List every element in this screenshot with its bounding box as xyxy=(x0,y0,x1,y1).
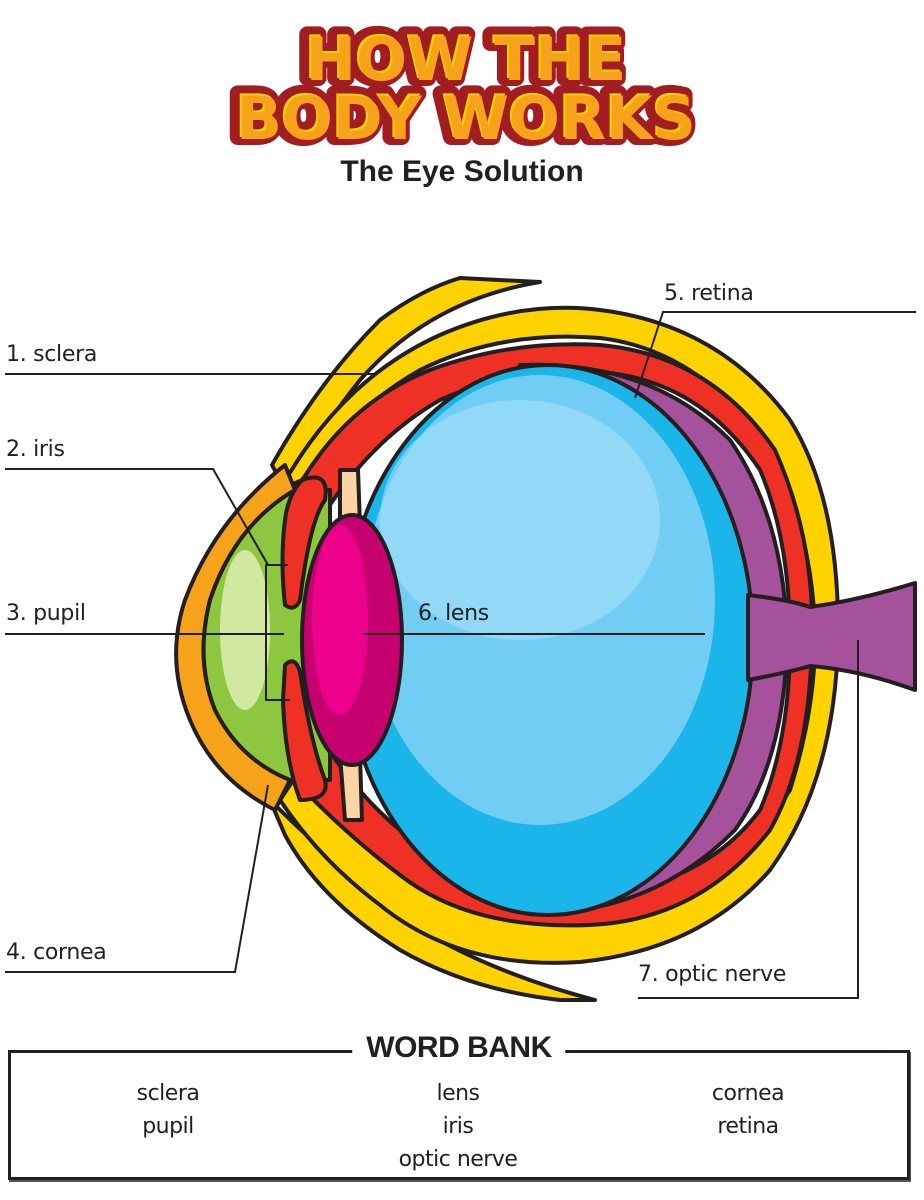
title-line1-highlight: HOW THE xyxy=(304,23,624,93)
word-bank-item: lens xyxy=(436,1081,480,1106)
label-number: 6. xyxy=(418,601,439,626)
word-bank-item: pupil xyxy=(142,1114,194,1139)
word-bank-item: retina xyxy=(717,1114,779,1139)
label-lens: 6. lens xyxy=(418,601,489,626)
label-number: 5. xyxy=(664,281,685,306)
vitreous-glare xyxy=(380,400,660,640)
word-bank: WORD BANK sclera pupil lens iris optic n… xyxy=(8,1031,910,1180)
word-bank-title: WORD BANK xyxy=(352,1031,566,1065)
lens-highlight xyxy=(312,525,368,715)
label-pupil: 3. pupil xyxy=(6,601,86,626)
word-bank-item: iris xyxy=(442,1114,474,1139)
label-text: iris xyxy=(33,437,65,462)
label-cornea: 4. cornea xyxy=(6,940,107,965)
title-line2: BODY WORKS xyxy=(236,84,696,150)
label-text: cornea xyxy=(33,940,107,965)
word-bank-item: optic nerve xyxy=(398,1147,518,1172)
label-text: optic nerve xyxy=(665,962,787,987)
title-line2-outline: BODY WORKS xyxy=(232,82,692,150)
word-bank-column-1: sclera pupil xyxy=(18,1077,318,1143)
label-number: 4. xyxy=(6,940,27,965)
label-text: sclera xyxy=(33,342,98,367)
optic-nerve xyxy=(746,581,917,692)
label-number: 7. xyxy=(638,962,659,987)
label-sclera: 1. sclera xyxy=(6,342,97,367)
label-number: 3. xyxy=(6,601,27,626)
title-line2-highlight: BODY WORKS xyxy=(234,82,694,150)
title-line1-outline: HOW THE xyxy=(302,23,622,93)
worksheet-title: HOW THE HOW THE HOW THE BODY WORKS BODY … xyxy=(0,0,924,160)
iris-upper xyxy=(280,475,328,610)
word-bank-column-2: lens iris optic nerve xyxy=(308,1077,608,1176)
leader-optic-nerve xyxy=(638,640,859,999)
bracket-iris-pupil xyxy=(265,564,290,701)
word-bank-item: cornea xyxy=(711,1081,785,1106)
label-number: 2. xyxy=(6,437,27,462)
leader-retina xyxy=(634,311,916,399)
title-logo: HOW THE HOW THE HOW THE BODY WORKS BODY … xyxy=(224,15,700,160)
label-retina: 5. retina xyxy=(664,281,754,306)
title-line1: HOW THE xyxy=(306,25,626,95)
label-text: pupil xyxy=(33,601,86,626)
label-iris: 2. iris xyxy=(6,437,65,462)
word-bank-item: sclera xyxy=(136,1081,200,1106)
leader-lines xyxy=(5,311,916,999)
label-optic-nerve: 7. optic nerve xyxy=(638,962,786,987)
word-bank-column-3: cornea retina xyxy=(598,1077,898,1143)
label-text: retina xyxy=(691,281,754,306)
iris-lower xyxy=(281,659,328,802)
aqueous-highlight xyxy=(220,550,270,710)
label-text: lens xyxy=(445,601,489,626)
leader-cornea xyxy=(5,784,269,973)
worksheet-subtitle: The Eye Solution xyxy=(340,155,584,188)
label-number: 1. xyxy=(6,342,27,367)
